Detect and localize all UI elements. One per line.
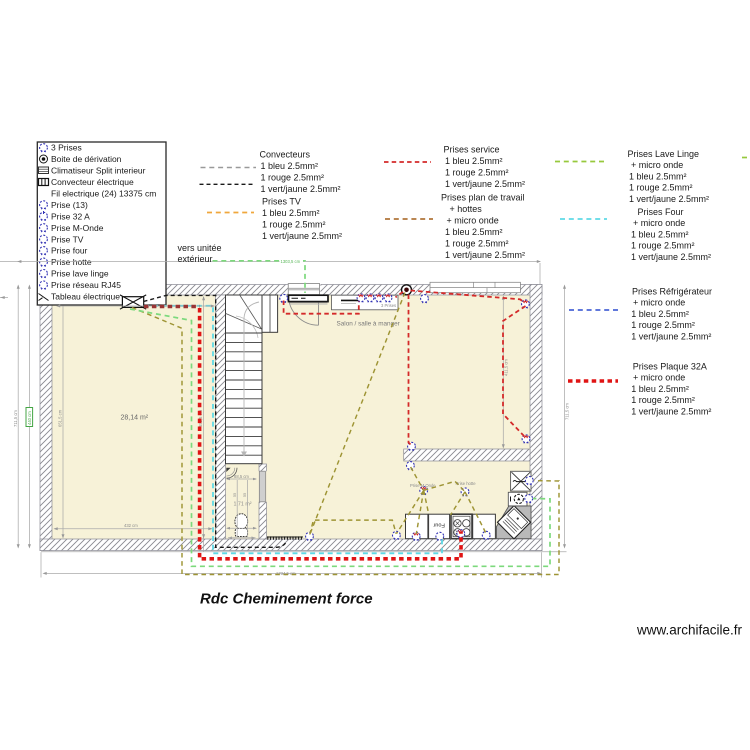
svg-text:Convecteur électrique: Convecteur électrique — [51, 177, 134, 187]
svg-text:1734,5 cm: 1734,5 cm — [276, 571, 296, 576]
svg-text:Prises Lave Linge: Prises Lave Linge — [628, 149, 700, 159]
svg-text:1 vert/jaune 2.5mm²: 1 vert/jaune 2.5mm² — [445, 179, 525, 189]
svg-text:1 bleu 2.5mm²: 1 bleu 2.5mm² — [445, 227, 503, 237]
svg-text:Prises Four: Prises Four — [638, 207, 684, 217]
svg-text:Four: Four — [433, 522, 445, 528]
svg-text:Prise hotte: Prise hotte — [51, 257, 92, 267]
svg-text:1 vert/jaune 2.5mm²: 1 vert/jaune 2.5mm² — [262, 231, 342, 241]
svg-text:432 cm: 432 cm — [124, 523, 138, 528]
svg-text:Prise réseau RJ45: Prise réseau RJ45 — [51, 280, 121, 290]
svg-text:1 bleu 2.5mm²: 1 bleu 2.5mm² — [262, 208, 320, 218]
svg-text:+ micro onde: + micro onde — [631, 160, 683, 170]
svg-text:440 cm: 440 cm — [27, 411, 32, 425]
svg-text:1 bleu 2.5mm²: 1 bleu 2.5mm² — [261, 161, 319, 171]
svg-text:+ micro onde: + micro onde — [447, 216, 499, 226]
svg-text:651,5 cm: 651,5 cm — [198, 409, 203, 427]
svg-text:1 rouge 2.5mm²: 1 rouge 2.5mm² — [261, 173, 325, 183]
svg-text:1 vert/jaune 2.5mm²: 1 vert/jaune 2.5mm² — [631, 331, 711, 341]
svg-text:1 rouge 2.5mm²: 1 rouge 2.5mm² — [629, 183, 693, 193]
svg-text:1 rouge 2.5mm²: 1 rouge 2.5mm² — [445, 168, 509, 178]
svg-text:Prises Plaque 32A: Prises Plaque 32A — [633, 362, 707, 372]
svg-text:extérieur: extérieur — [178, 254, 213, 264]
svg-text:Prise 32 A: Prise 32 A — [51, 211, 90, 221]
svg-text:Prise TV: Prise TV — [51, 234, 84, 244]
svg-text:Convecteurs: Convecteurs — [260, 150, 311, 160]
svg-text:28,14 m²: 28,14 m² — [121, 415, 149, 422]
svg-text:www.archifacile.fr: www.archifacile.fr — [636, 623, 743, 638]
svg-text:1 rouge 2.5mm²: 1 rouge 2.5mm² — [445, 239, 509, 249]
svg-text:Prise M-Onde: Prise M-Onde — [51, 223, 104, 233]
svg-text:+ micro onde: + micro onde — [633, 298, 685, 308]
svg-text:Prises plan de travail: Prises plan de travail — [441, 193, 525, 203]
svg-text:vers unitée: vers unitée — [178, 243, 222, 253]
svg-text:411,5 cm: 411,5 cm — [503, 359, 508, 376]
svg-text:1 bleu 2.5mm²: 1 bleu 2.5mm² — [631, 384, 689, 394]
svg-text:1 rouge 2.5mm²: 1 rouge 2.5mm² — [262, 220, 326, 230]
svg-text:Prise lave linge: Prise lave linge — [51, 269, 109, 279]
svg-text:Prise M Onde: Prise M Onde — [410, 483, 436, 488]
svg-text:+ micro onde: + micro onde — [633, 373, 685, 383]
svg-text:3 Prises: 3 Prises — [381, 303, 396, 308]
svg-text:1 vert/jaune 2.5mm²: 1 vert/jaune 2.5mm² — [631, 252, 711, 262]
svg-text:Salon / salle à manger: Salon / salle à manger — [337, 321, 401, 328]
svg-text:711,5 cm: 711,5 cm — [13, 410, 18, 427]
svg-text:651,5 cm: 651,5 cm — [58, 409, 63, 427]
svg-text:55: 55 — [243, 493, 247, 497]
svg-text:1 rouge 2.5mm²: 1 rouge 2.5mm² — [631, 395, 695, 405]
svg-text:Fil electrique (24) 13375 cm: Fil electrique (24) 13375 cm — [51, 189, 156, 199]
svg-text:1 bleu 2.5mm²: 1 bleu 2.5mm² — [631, 229, 689, 239]
svg-text:55: 55 — [233, 493, 237, 497]
svg-text:1 bleu 2.5mm²: 1 bleu 2.5mm² — [445, 156, 503, 166]
svg-text:Prise (13): Prise (13) — [51, 200, 88, 210]
svg-text:+ hottes: + hottes — [450, 204, 483, 214]
svg-text:1 vert/jaune 2.5mm²: 1 vert/jaune 2.5mm² — [629, 194, 709, 204]
svg-text:711,5 cm: 711,5 cm — [565, 403, 570, 420]
svg-text:1303,5 cm: 1303,5 cm — [281, 259, 301, 264]
svg-text:1 vert/jaune 2.5mm²: 1 vert/jaune 2.5mm² — [631, 406, 711, 416]
svg-text:1 bleu 2.5mm²: 1 bleu 2.5mm² — [629, 171, 687, 181]
svg-text:Boite de dérivation: Boite de dérivation — [51, 154, 122, 164]
svg-text:Climatiseur Split interieur: Climatiseur Split interieur — [51, 166, 146, 176]
svg-text:88,5 cm: 88,5 cm — [234, 474, 249, 479]
svg-text:Prises TV: Prises TV — [262, 197, 301, 207]
svg-text:Prise hotte: Prise hotte — [456, 481, 477, 486]
svg-text:1 rouge 2.5mm²: 1 rouge 2.5mm² — [631, 320, 695, 330]
svg-text:Tableau électrique: Tableau électrique — [51, 292, 120, 302]
svg-text:1 bleu 2.5mm²: 1 bleu 2.5mm² — [631, 309, 689, 319]
svg-text:+ micro onde: + micro onde — [633, 218, 685, 228]
svg-text:1 vert/jaune 2.5mm²: 1 vert/jaune 2.5mm² — [261, 184, 341, 194]
svg-text:Prises Réfrigérateur: Prises Réfrigérateur — [632, 287, 712, 297]
svg-text:1,71 m²: 1,71 m² — [234, 501, 252, 507]
svg-text:Prises service: Prises service — [444, 145, 500, 155]
svg-text:Rdc Cheminement force: Rdc Cheminement force — [200, 591, 373, 608]
svg-text:Prise four: Prise four — [51, 246, 88, 256]
svg-text:1 vert/jaune 2.5mm²: 1 vert/jaune 2.5mm² — [445, 250, 525, 260]
svg-text:3 Prises: 3 Prises — [51, 143, 82, 153]
svg-text:1 rouge 2.5mm²: 1 rouge 2.5mm² — [631, 241, 695, 251]
